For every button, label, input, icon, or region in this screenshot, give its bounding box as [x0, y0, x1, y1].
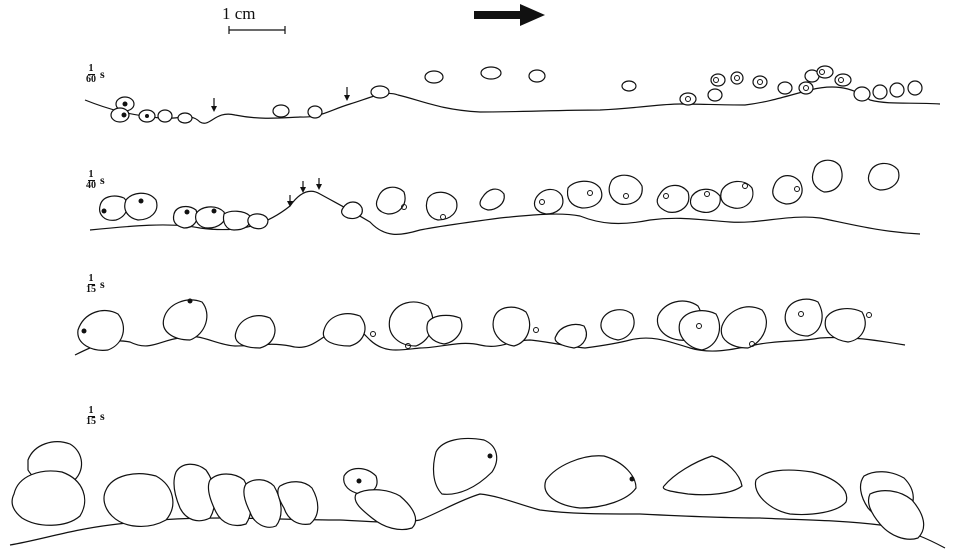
grain-markers	[82, 70, 872, 484]
scale-bar-label: 1 cm	[222, 4, 256, 24]
fraction-denominator: 15	[86, 417, 96, 427]
exposure-unit: s	[100, 173, 105, 188]
row-1-bed	[85, 87, 940, 123]
exposure-unit: s	[100, 67, 105, 82]
right-arrow-icon	[474, 4, 545, 26]
row-2-grains	[100, 160, 899, 230]
row-3-grains	[78, 299, 865, 350]
exposure-unit: s	[100, 409, 105, 424]
fraction-denominator: 40	[86, 181, 96, 191]
row-4-grains	[12, 439, 924, 540]
fraction-denominator: 15	[86, 285, 96, 295]
scale-bar	[229, 26, 285, 34]
fraction-denominator: 60	[86, 75, 96, 85]
exposure-unit: s	[100, 277, 105, 292]
